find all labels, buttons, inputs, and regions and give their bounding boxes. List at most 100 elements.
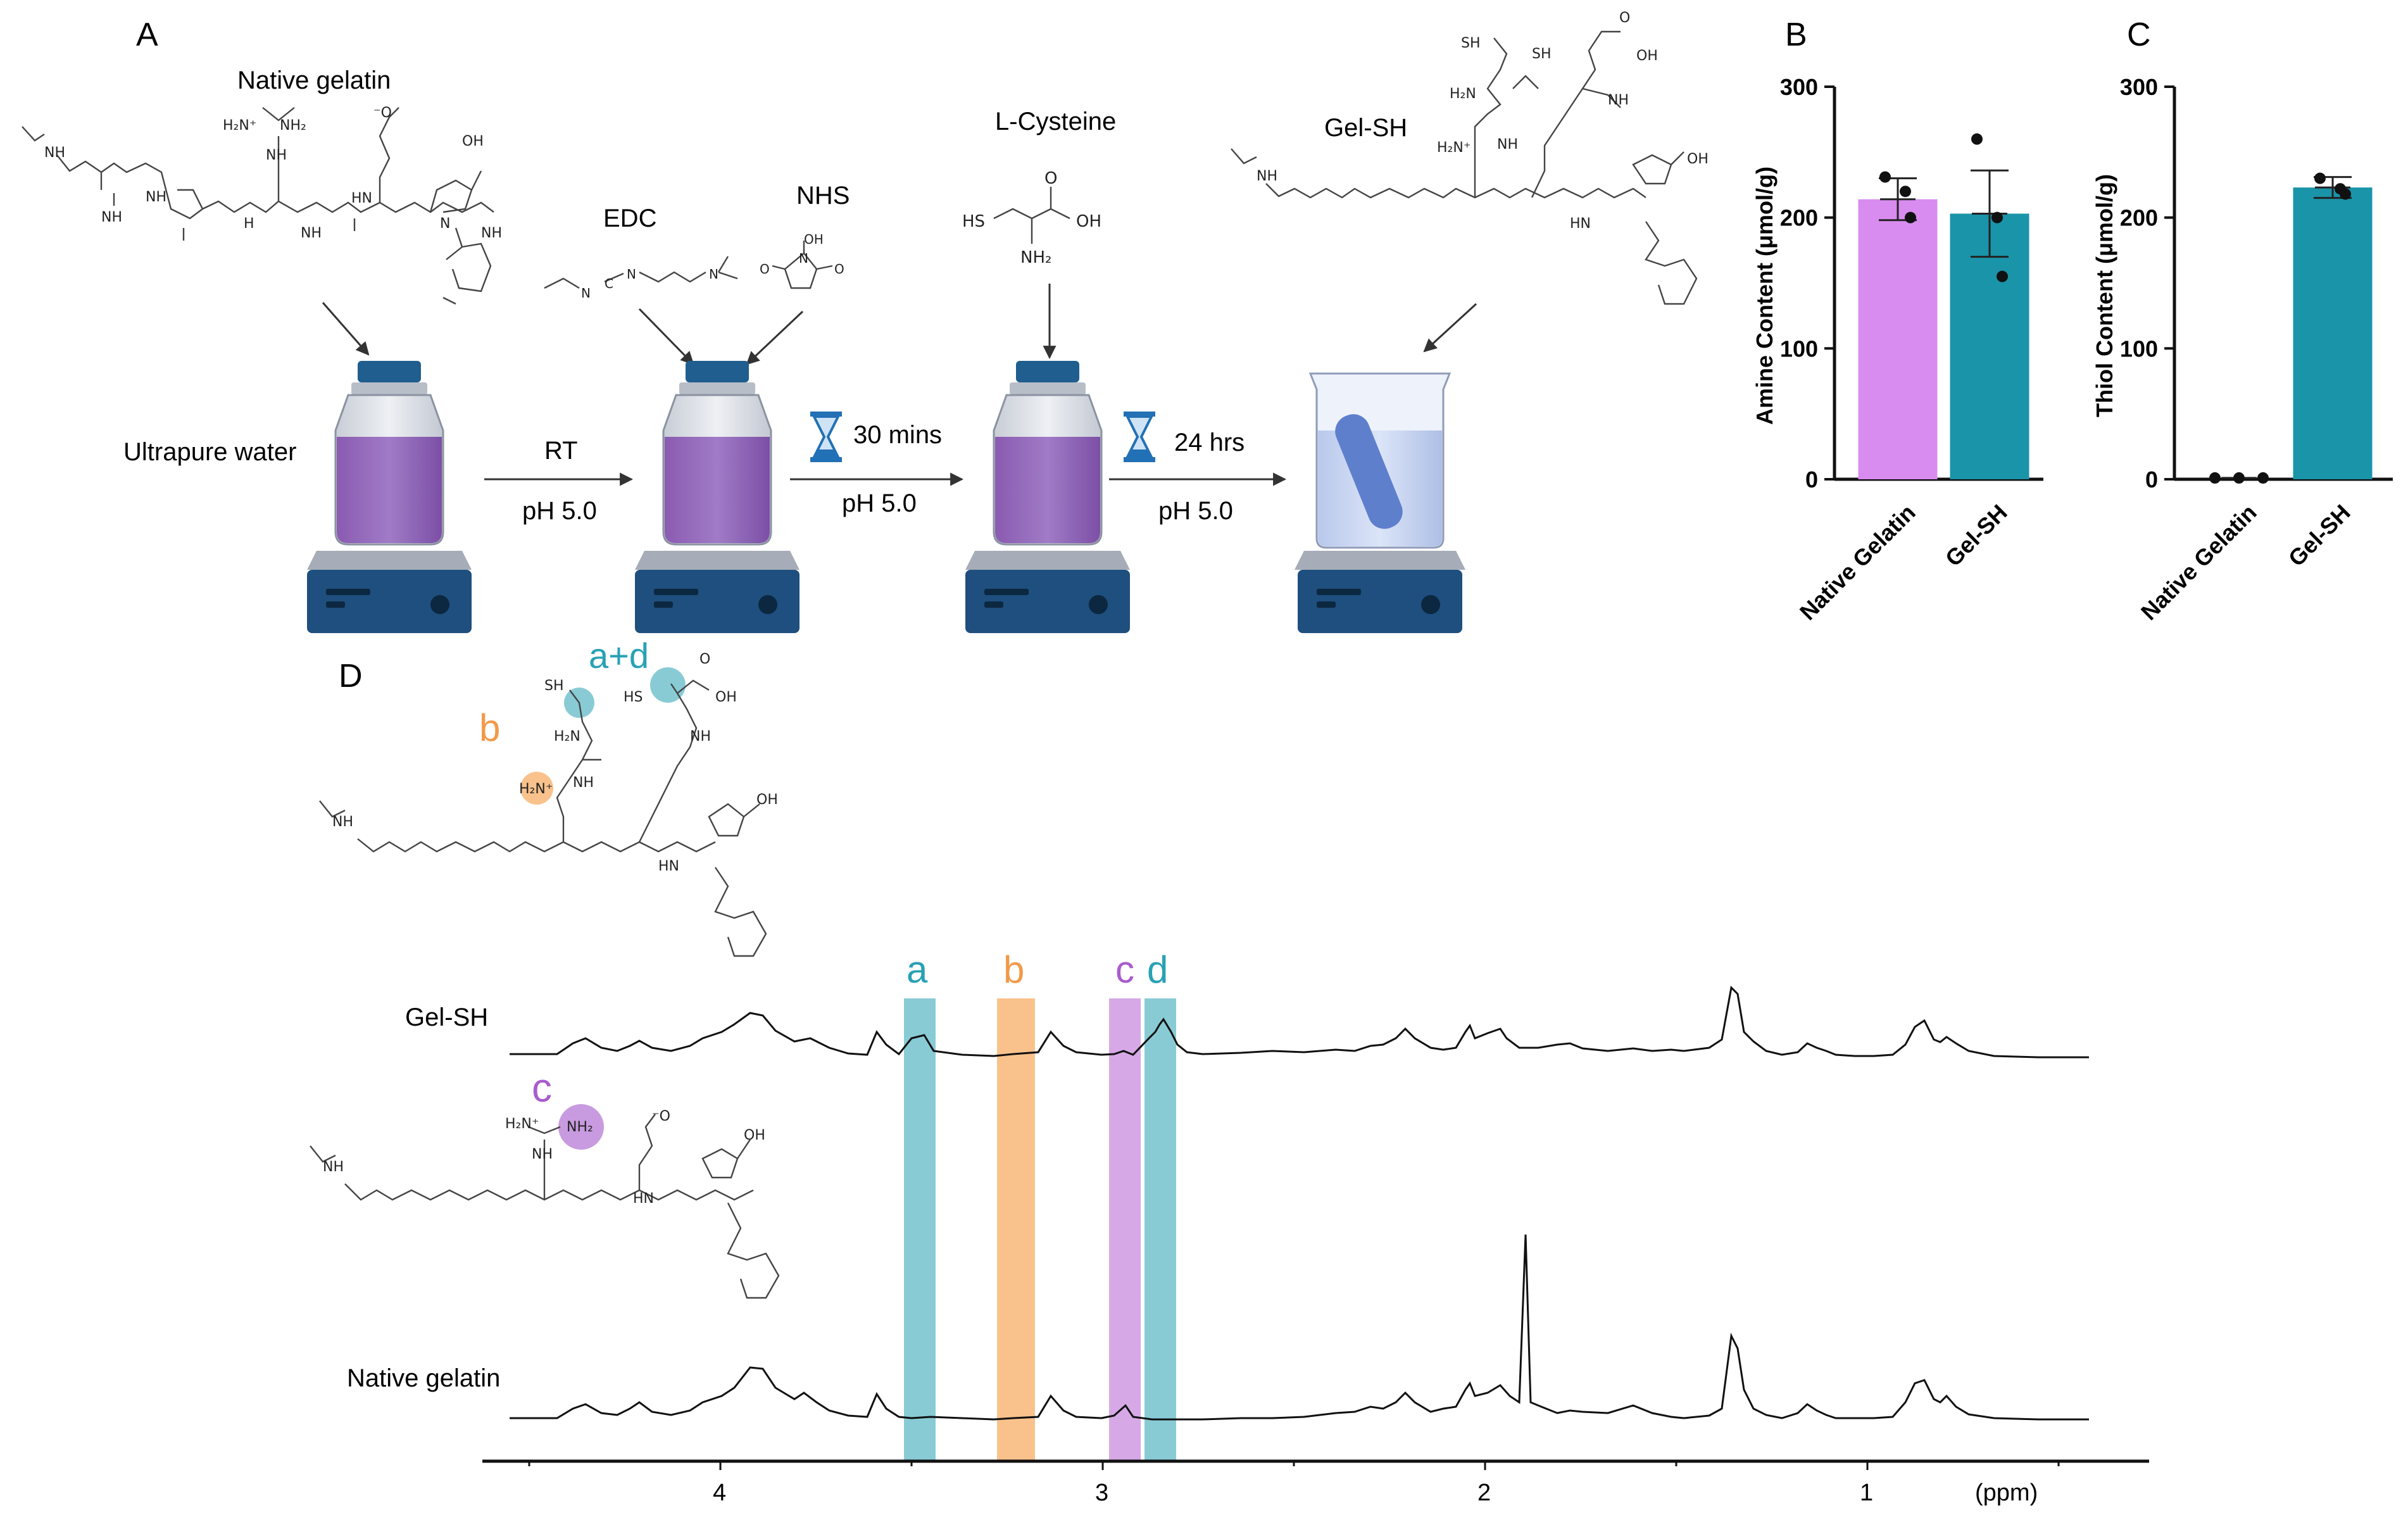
chem-nh-2: NH	[101, 210, 122, 225]
nmr-tick-3: 3	[1095, 1480, 1108, 1506]
arrow-native-to-flask	[322, 302, 370, 356]
data-point	[1905, 211, 1916, 223]
marker-c: c	[532, 1065, 552, 1110]
native-gelatin-structure	[22, 107, 494, 305]
panel-label-b: B	[1785, 16, 1807, 53]
l-cysteine-title: L-Cysteine	[995, 108, 1116, 135]
nmr-trace-gel-sh	[510, 985, 2089, 1059]
nmr-band-label-d: d	[1147, 948, 1168, 991]
l-cysteine-oh: OH	[1076, 212, 1101, 231]
y-tick-label: 300	[1780, 74, 1818, 100]
chem-oh-d1: OH	[715, 689, 737, 705]
nmr-band-b	[997, 998, 1035, 1461]
gel-sh-nh-2: NH	[1608, 92, 1629, 108]
data-point	[2257, 472, 2269, 484]
x-tick-label: Native Gelatin	[1795, 500, 1921, 625]
edc-structure	[544, 256, 738, 289]
chem-hn-1: HN	[351, 191, 372, 206]
chem-nh-1: NH	[44, 145, 65, 161]
chem-nh-4: NH	[266, 148, 287, 163]
gel-sh-labeled-structure: SH HS O OH H₂N H₂N⁺ NH NH OH NH HN a+d b	[319, 636, 778, 957]
data-point	[2233, 472, 2245, 484]
panel-label-a: A	[136, 16, 158, 53]
gel-sh-h2n-plus: H₂N⁺	[1437, 140, 1471, 156]
chem-o-d1: O	[699, 651, 710, 667]
native-labeled-structure: H₂N⁺ NH₂ NH ⁻O OH NH HN c	[310, 1065, 780, 1299]
hourglass-icon	[810, 412, 842, 462]
step2-time-label: 30 mins	[853, 421, 942, 449]
chem-h2n-plus-1: H₂N⁺	[223, 118, 256, 134]
data-point	[2340, 188, 2351, 200]
gel-sh-title: Gel-SH	[1324, 114, 1407, 142]
chem-hn-n1: HN	[633, 1191, 654, 1207]
bar	[1858, 199, 1938, 479]
edc-n3: N	[709, 267, 718, 282]
nmr-band-label-c: c	[1115, 948, 1134, 991]
step2-bottom-label: pH 5.0	[842, 489, 917, 517]
gel-sh-nh-3: NH	[1257, 168, 1277, 184]
nmr-band-a	[904, 998, 936, 1461]
y-tick-label: 200	[2120, 205, 2158, 231]
y-axis-label: Amine Content (μmol/g)	[1752, 167, 1778, 425]
gel-sh-hn: HN	[1570, 216, 1591, 232]
arrow-gelsh-to-beaker	[1423, 303, 1477, 353]
chem-hs-d1: SH	[544, 678, 564, 694]
y-tick-label: 0	[2145, 467, 2158, 493]
data-point	[2209, 472, 2221, 484]
nhs-o2: O	[834, 261, 844, 277]
flask-on-stirrer	[307, 361, 472, 633]
nmr-x-ticks	[528, 1461, 2060, 1470]
data-point	[1971, 133, 1983, 145]
nmr-axis-unit: (ppm)	[1975, 1480, 2038, 1506]
panel-label-c: C	[2127, 16, 2151, 53]
marker-a-plus-d: a+d	[589, 636, 649, 676]
chem-nh-6: NH	[481, 225, 502, 241]
nhs-oh: OH	[804, 232, 824, 247]
gel-sh-sh-2: SH	[1532, 46, 1552, 62]
edc-n1: N	[581, 286, 591, 301]
data-point	[1879, 171, 1891, 183]
chem-hs-d2: HS	[624, 689, 643, 705]
x-tick-label: Gel-SH	[1940, 500, 2012, 572]
panel-label-d: D	[339, 658, 363, 695]
chem-nh-d2: NH	[690, 729, 711, 745]
step3-time-label: 24 hrs	[1174, 429, 1245, 456]
nmr-tick-1: 1	[1860, 1480, 1873, 1506]
y-tick-label: 200	[1780, 205, 1818, 231]
chem-nh2-1: NH₂	[280, 118, 306, 134]
trace-label-native: Native gelatin	[347, 1364, 500, 1392]
nhs-title: NHS	[796, 182, 850, 210]
chem-nh-3: NH	[146, 189, 166, 205]
gel-sh-structure	[1231, 30, 1698, 305]
native-gelatin-title: Native gelatin	[237, 66, 391, 94]
l-cysteine-structure	[993, 187, 1070, 244]
trace-label-gel-sh: Gel-SH	[405, 1003, 488, 1031]
nmr-tick-2: 2	[1477, 1480, 1491, 1506]
chem-o-minus-n1: ⁻O	[652, 1109, 670, 1124]
gel-sh-oh-2: OH	[1687, 151, 1709, 167]
y-tick-label: 0	[1805, 467, 1818, 493]
chem-oh-n1: OH	[744, 1128, 765, 1143]
ultrapure-water-label: Ultrapure water	[123, 438, 296, 466]
chem-nh-d3: NH	[332, 814, 353, 830]
gel-sh-h2n: H₂N	[1450, 86, 1476, 102]
hourglass-icon	[1124, 412, 1155, 462]
chem-h2n-plus-n1: H₂N⁺	[505, 1116, 539, 1132]
chem-h2n-d1: H₂N	[554, 729, 580, 745]
chem-n-1: N	[440, 216, 450, 232]
arrow-edc-to-flask	[638, 308, 694, 365]
y-axis-label: Thiol Content (μmol/g)	[2091, 174, 2117, 417]
nmr-band-label-b: b	[1003, 948, 1024, 991]
chem-nh-5: NH	[301, 225, 322, 241]
chem-oh-1: OH	[462, 134, 484, 149]
nmr-band-d	[1144, 998, 1176, 1461]
nmr-band-c	[1109, 998, 1141, 1461]
edc-title: EDC	[603, 204, 656, 232]
flask-on-stirrer	[965, 361, 1130, 633]
bar	[2293, 187, 2373, 479]
nmr-panel-d: a b c d SH HS O OH H₂N H₂N⁺ NH NH OH	[310, 636, 2149, 1506]
chem-nh-n1: NH	[532, 1147, 553, 1162]
chem-h-1: H	[244, 216, 254, 232]
